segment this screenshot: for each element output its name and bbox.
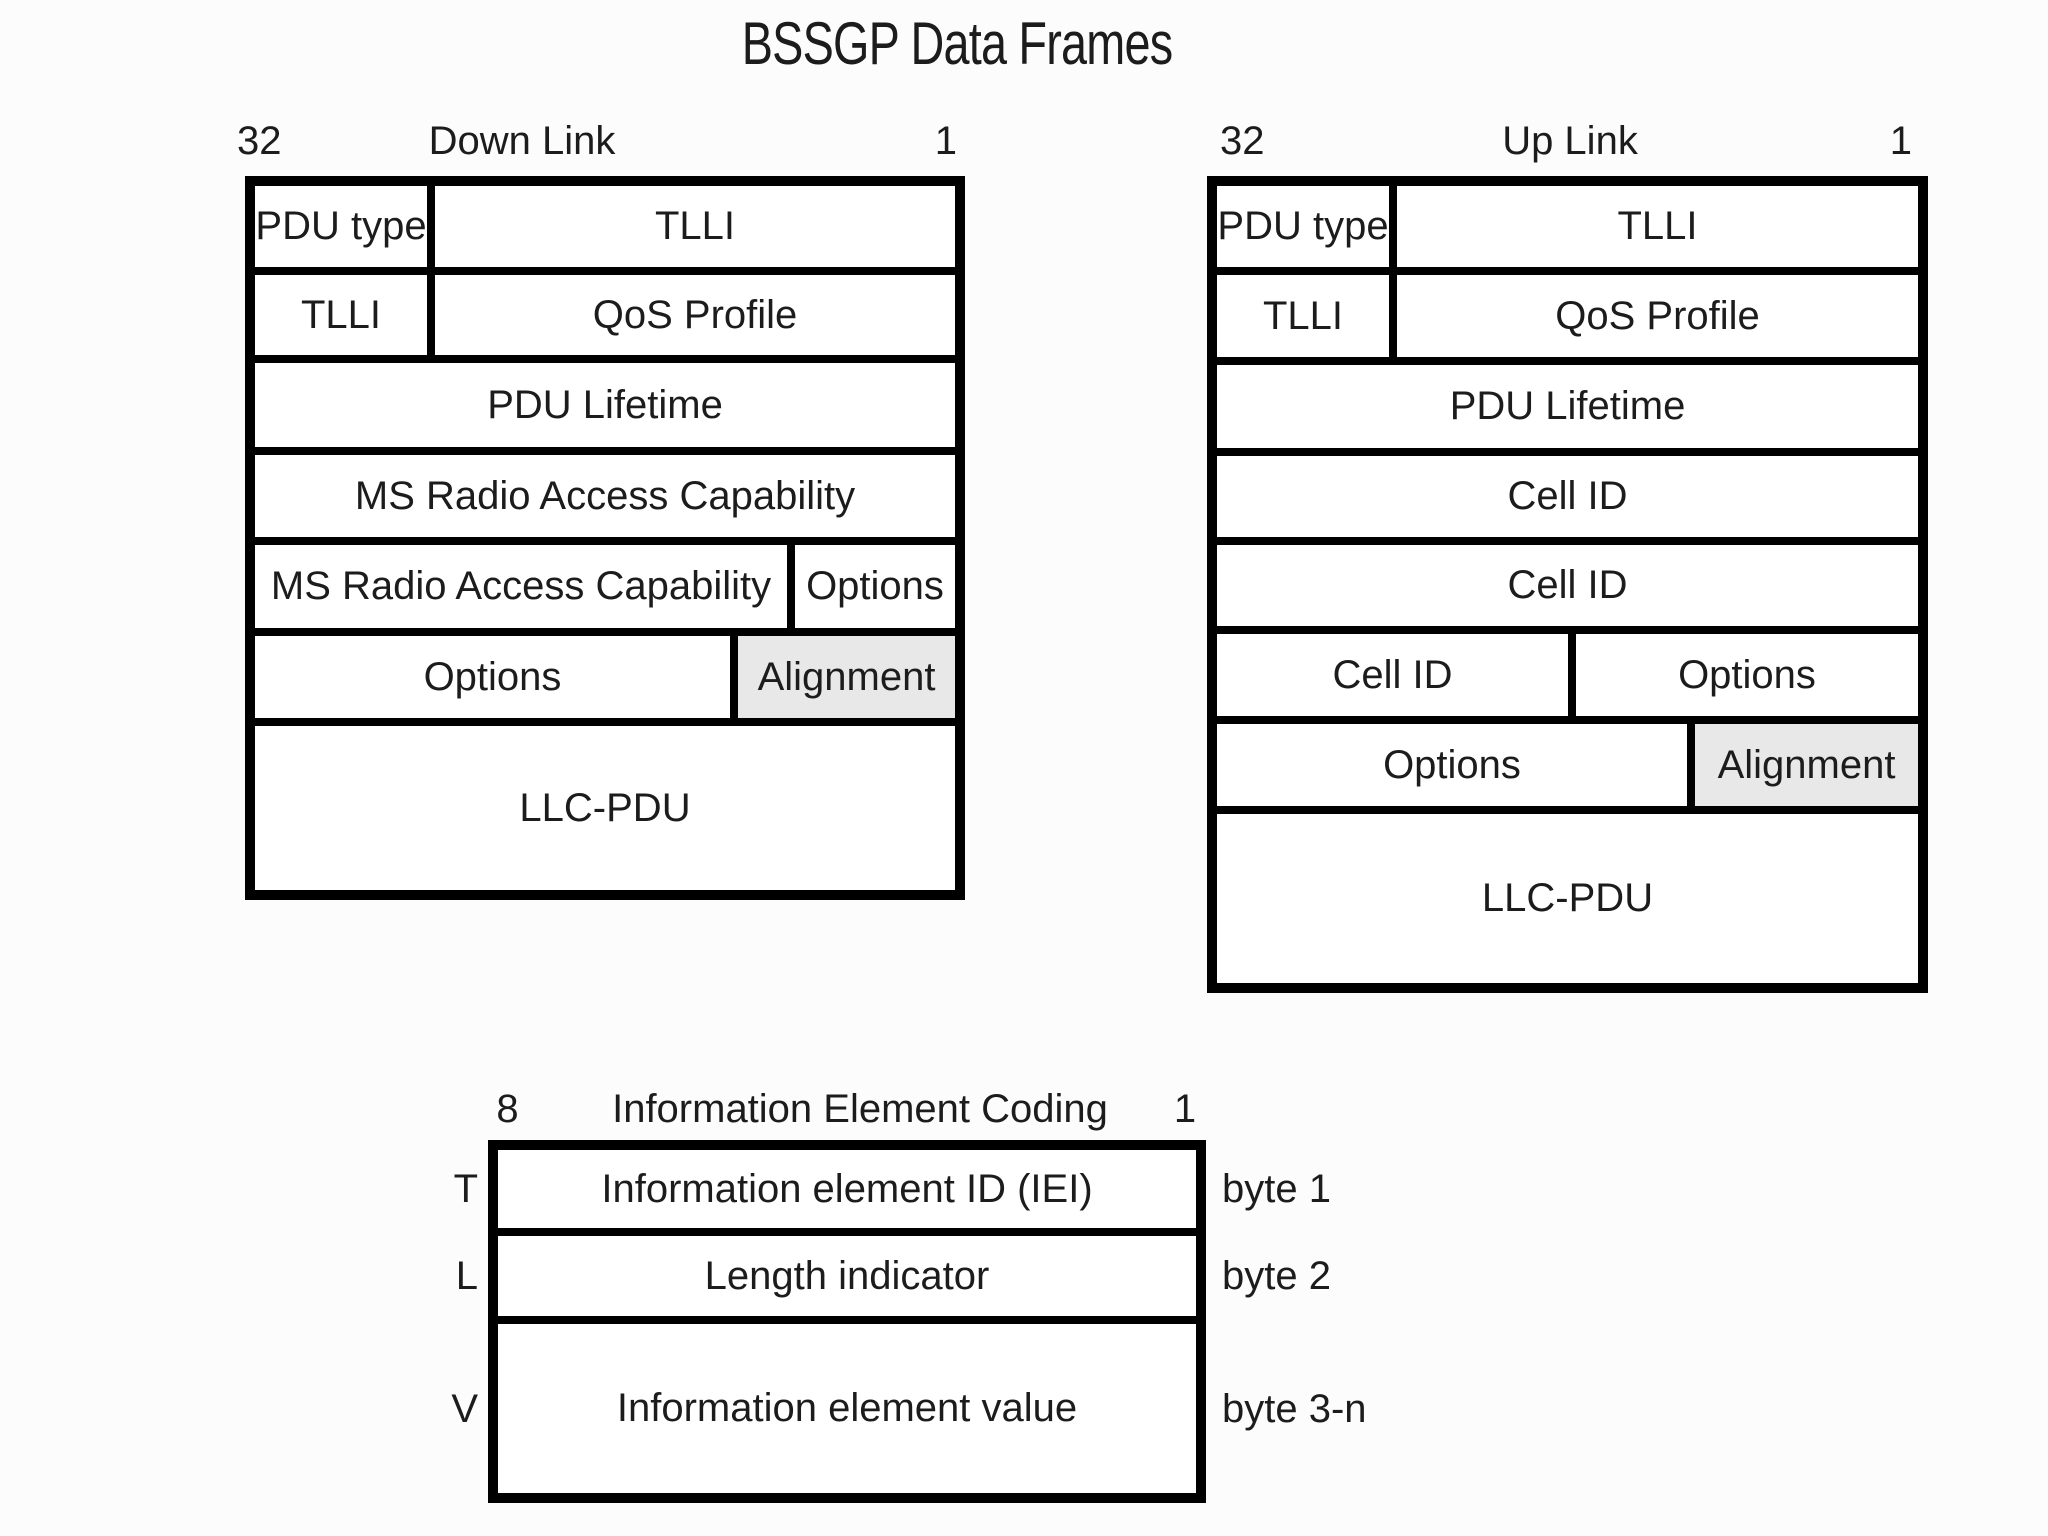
iec-field-iei: Information element ID (IEI) [601,1166,1093,1211]
uplink-field-llc-pdu: LLC-PDU [1481,876,1654,920]
iec-byte-label-3n: byte 3-n [1222,1387,1367,1431]
uplink-row-3: PDU Lifetime [1217,357,1918,448]
iec-tlv-label-v: V [451,1387,478,1431]
uplink-field-cell-id-1: Cell ID [1507,474,1628,518]
uplink-field-options-2: Options [1383,742,1521,787]
iec-tlv-label-l: L [455,1254,478,1298]
uplink-frame: PDU type TLLI TLLI QoS Profile PDU Lifet… [1207,176,1928,993]
iec-bit-lsb-label: 1 [1173,1087,1197,1131]
iec-caption: Information Element Coding [612,1087,1108,1131]
page-title-text: BSSGP Data Frames [741,10,1173,77]
downlink-frame: PDU type TLLI TLLI QoS Profile PDU Lifet… [245,176,965,900]
downlink-field-ms-radio-access-capability-2: MS Radio Access Capability [270,564,772,608]
iec-row-v: Information element value [498,1316,1196,1493]
iec-frame: Information element ID (IEI) Length indi… [488,1140,1206,1503]
downlink-row-5: MS Radio Access Capability Options [255,537,955,628]
iec-byte-label-2: byte 2 [1222,1254,1331,1298]
downlink-field-pdu-lifetime: PDU Lifetime [487,382,723,427]
downlink-field-llc-pdu: LLC-PDU [519,785,691,830]
uplink-field-cell-id-3: Cell ID [1332,652,1453,697]
downlink-field-tlli-1: TLLI [427,186,955,267]
downlink-row-1: PDU type TLLI [255,186,955,267]
uplink-row-7: Options Alignment [1217,716,1918,806]
iec-field-value: Information element value [616,1386,1078,1430]
uplink-field-tlli-1: TLLI [1389,186,1918,267]
downlink-field-pdu-type: PDU type [255,204,427,248]
uplink-row-2: TLLI QoS Profile [1217,267,1918,357]
uplink-bit-msb-label: 32 [1220,119,1265,163]
uplink-field-cell-id-2: Cell ID [1507,563,1628,607]
uplink-field-pdu-type: PDU type [1217,204,1389,248]
uplink-row-8: LLC-PDU [1217,806,1918,983]
iec-tlv-label-t: T [453,1167,478,1211]
downlink-row-4: MS Radio Access Capability [255,447,955,537]
downlink-field-tlli-2: TLLI [300,292,382,337]
iec-field-length-indicator: Length indicator [704,1253,990,1298]
downlink-field-options-1: Options [787,545,955,628]
uplink-field-qos-profile: QoS Profile [1389,275,1918,357]
downlink-row-3: PDU Lifetime [255,355,955,447]
uplink-field-alignment: Alignment [1687,724,1918,806]
uplink-caption: Up Link [1502,119,1638,163]
downlink-bit-lsb-label: 1 [934,119,957,163]
downlink-field-qos-profile: QoS Profile [427,275,955,355]
downlink-caption: Down Link [428,119,616,163]
downlink-field-options-2: Options [423,654,562,699]
downlink-row-7: LLC-PDU [255,718,955,890]
downlink-field-alignment: Alignment [730,636,955,718]
downlink-field-ms-radio-access-capability-1: MS Radio Access Capability [354,473,856,518]
iec-row-l: Length indicator [498,1228,1196,1316]
uplink-row-1: PDU type TLLI [1217,186,1918,267]
downlink-row-2: TLLI QoS Profile [255,267,955,355]
uplink-field-tlli-2: TLLI [1262,293,1344,338]
iec-row-t: Information element ID (IEI) [498,1150,1196,1228]
page-title: BSSGP Data Frames [557,10,1357,78]
downlink-row-6: Options Alignment [255,628,955,718]
iec-byte-label-1: byte 1 [1222,1167,1331,1211]
uplink-row-5: Cell ID [1217,537,1918,626]
downlink-bit-msb-label: 32 [237,119,282,163]
uplink-field-pdu-lifetime: PDU Lifetime [1449,384,1686,428]
uplink-row-6: Cell ID Options [1217,626,1918,716]
uplink-row-4: Cell ID [1217,448,1918,537]
uplink-bit-lsb-label: 1 [1889,119,1912,163]
uplink-field-options-1: Options [1568,634,1918,716]
iec-bit-msb-label: 8 [496,1087,519,1131]
